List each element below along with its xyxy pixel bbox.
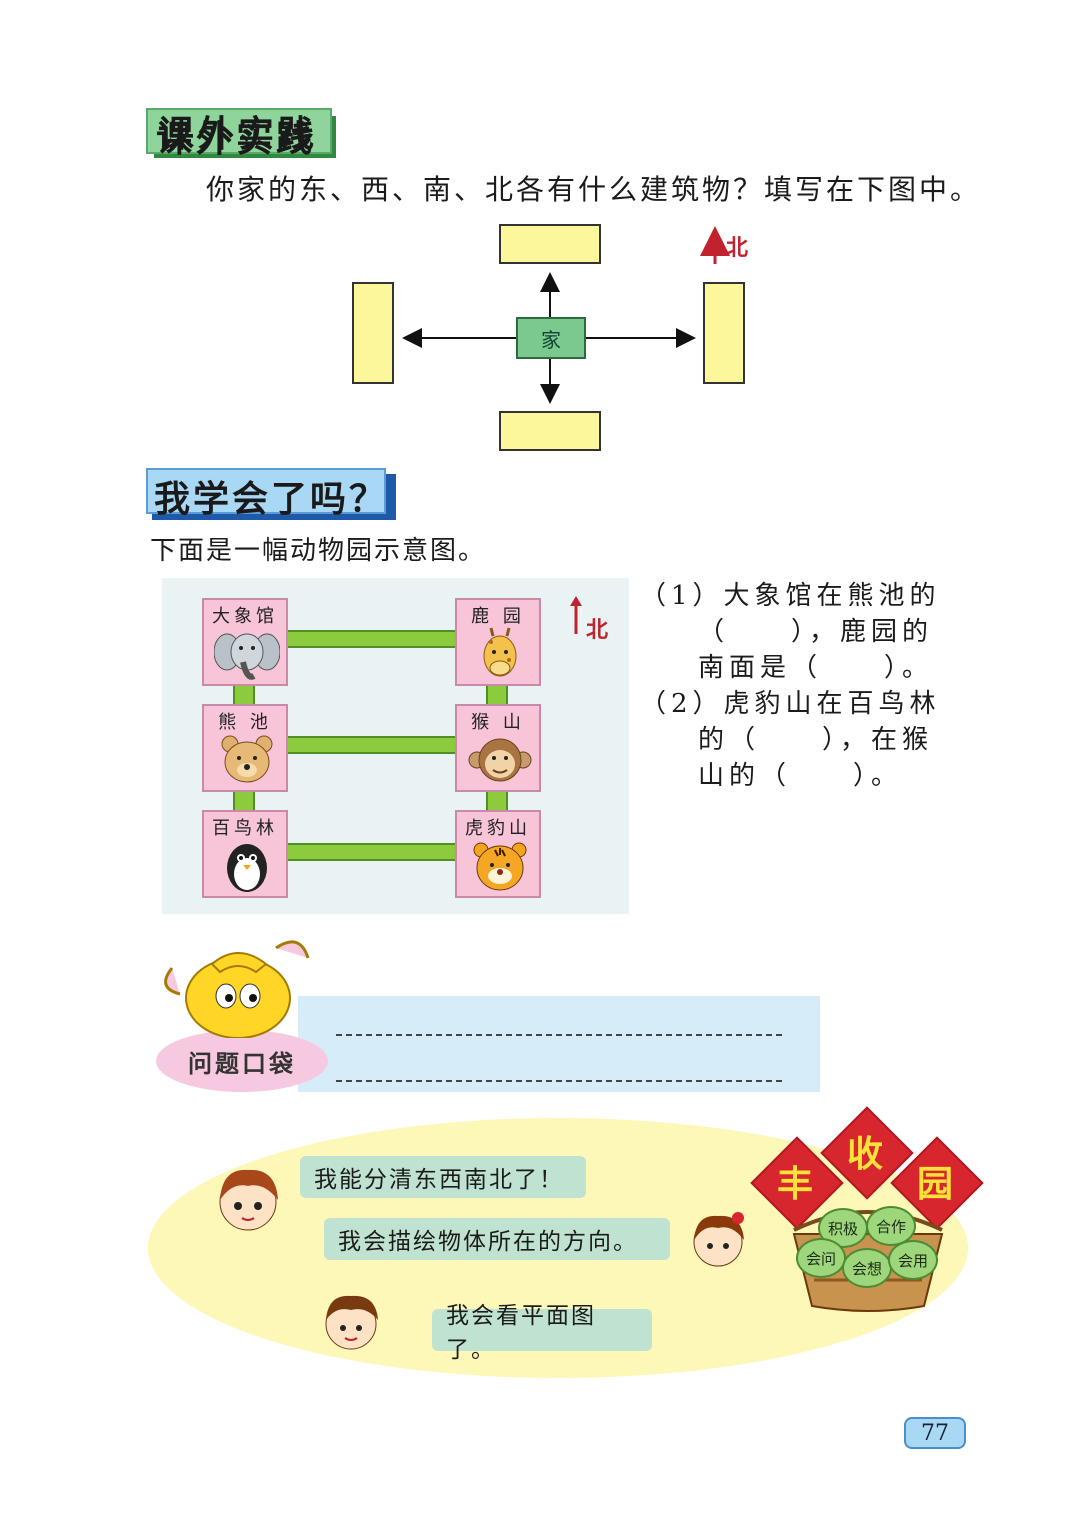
fruit-item: 合作 (866, 1206, 916, 1246)
road (286, 630, 456, 648)
zoo-location-elephant: 大象馆 (202, 598, 288, 686)
zoo-location-label: 猴 山 (471, 712, 525, 733)
question-pocket-area (298, 996, 820, 1092)
penguin-icon (227, 844, 267, 892)
question-pocket-label: 问题口袋 (156, 1030, 328, 1092)
north-building-box[interactable] (499, 224, 601, 264)
elephant-icon (214, 633, 280, 680)
answer-line[interactable] (336, 1034, 782, 1036)
page-number: 77 (904, 1417, 966, 1449)
section-header-practice: 课外实践 (146, 108, 336, 158)
question-2: （2）虎豹山在百鸟林 的（ ），在猴 山的（ ）。 (640, 686, 1060, 794)
south-building-box[interactable] (499, 411, 601, 451)
road (486, 684, 508, 704)
fruit-item: 会用 (888, 1240, 938, 1280)
road (233, 790, 255, 810)
road (286, 843, 456, 861)
question-line: （1）大象馆在熊池的 (640, 581, 941, 611)
girl-avatar-icon (219, 1169, 278, 1231)
monkey-icon (468, 738, 532, 782)
zoo-location-label: 熊 池 (218, 712, 272, 733)
fruit-item: 会想 (842, 1248, 892, 1288)
answer-line[interactable] (336, 1080, 782, 1082)
giraffe-icon (483, 627, 517, 677)
north-label: 北 (726, 236, 749, 261)
speech-bubble: 我能分清东西南北了！ (300, 1156, 586, 1198)
compass-arrows (402, 226, 730, 404)
section-header-quiz (146, 468, 386, 514)
practice-prompt: 你家的东、西、南、北各有什么建筑物？填写在下图中。 (206, 173, 982, 206)
question-line: （2）虎豹山在百鸟林 (640, 689, 941, 719)
question-line: 南面是（ ）。 (698, 653, 934, 683)
sign-char: 丰 (776, 1164, 813, 1205)
zoo-location-label: 虎豹山 (465, 818, 531, 839)
question-1: （1）大象馆在熊池的 （ ），鹿园的 南面是（ ）。 (640, 578, 1060, 686)
header-face (146, 108, 332, 154)
north-arrow-icon (570, 596, 582, 634)
zoo-location-label: 百鸟林 (212, 818, 278, 839)
road (286, 736, 456, 754)
zoo-intro: 下面是一幅动物园示意图。 (150, 536, 487, 566)
pocket-mascot-icon (164, 940, 310, 1038)
bear-icon (221, 735, 273, 783)
sign-char: 收 (846, 1134, 883, 1175)
west-building-box[interactable] (352, 282, 394, 384)
zoo-location-label: 大象馆 (212, 606, 278, 627)
zoo-location-deer: 鹿 园 (455, 598, 541, 686)
road (486, 790, 508, 810)
zoo-location-tiger: 虎豹山 (455, 810, 541, 898)
speech-bubble: 我会描绘物体所在的方向。 (324, 1218, 670, 1260)
question-line: 山的（ ）。 (698, 761, 903, 791)
zoo-location-label: 鹿 园 (471, 606, 525, 627)
section-title-quiz: 我学会了吗？ (154, 479, 389, 520)
road (233, 684, 255, 704)
boy-avatar-icon (325, 1295, 378, 1350)
speech-bubble: 我会看平面图了。 (432, 1303, 652, 1363)
question-line: （ ），鹿园的 (698, 617, 934, 647)
fruit-item: 会问 (796, 1238, 846, 1278)
zoo-location-bear: 熊 池 (202, 704, 288, 792)
zoo-location-monkey: 猴 山 (455, 704, 541, 792)
east-building-box[interactable] (703, 282, 745, 384)
fruit-item: 积极 (818, 1208, 868, 1248)
sign-char: 园 (916, 1164, 953, 1205)
question-line: 的（ ），在猴 (698, 725, 934, 755)
zoo-location-birds: 百鸟林 (202, 810, 288, 898)
girl-avatar-icon (693, 1212, 744, 1267)
tiger-icon (473, 842, 527, 891)
zoo-north-label: 北 (586, 618, 609, 643)
section-title: 课外实践 (158, 114, 319, 155)
home-box: 家 (516, 317, 586, 359)
section-title-text: 课外实践 (156, 119, 317, 160)
